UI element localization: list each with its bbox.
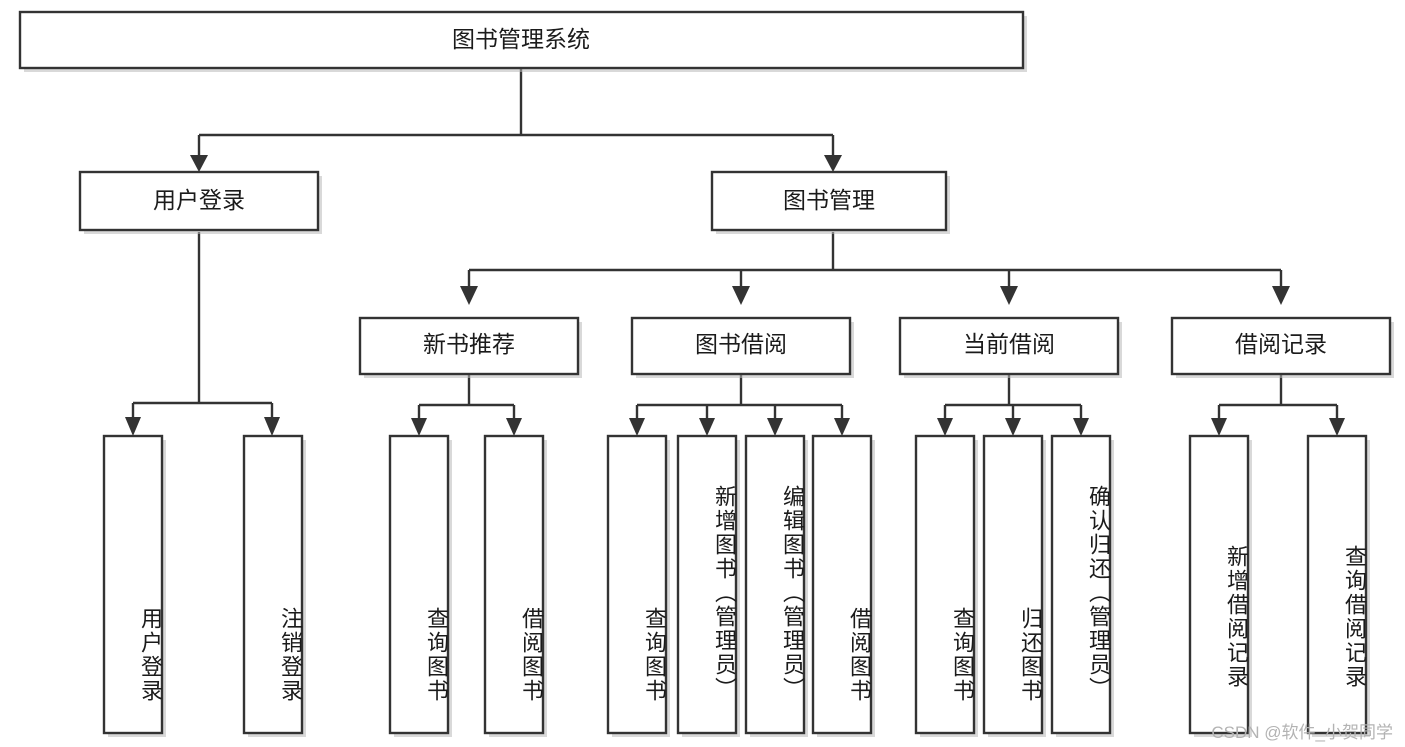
leaf-book-borrow-2[interactable] (676, 434, 740, 737)
arrow-book-borrow-leaf-1 (629, 418, 645, 436)
node-book-management[interactable]: 图书管理 (710, 170, 950, 234)
node-new-book-recommend[interactable]: 新书推荐 (358, 316, 582, 378)
leaf-box (388, 434, 450, 735)
leaf-book-borrow-1[interactable] (606, 434, 670, 737)
leaf-box (483, 434, 545, 735)
node-current-borrow[interactable]: 当前借阅 (898, 316, 1122, 378)
connectors-layer (125, 68, 1345, 436)
node-user-login[interactable]: 用户登录 (78, 170, 322, 234)
arrow-borrow-record-leaf-1 (1211, 418, 1227, 436)
book-borrow-box (630, 316, 852, 376)
leaf-new-book-1[interactable] (388, 434, 452, 737)
node-book-borrow[interactable]: 图书借阅 (630, 316, 854, 378)
arrow-to-leaf-user-login (125, 417, 141, 436)
arrow-current-borrow-leaf-3 (1073, 418, 1089, 436)
leaf-new-book-2[interactable] (483, 434, 547, 737)
arrow-new-book-leaf-2 (506, 418, 522, 436)
leaf-box (1306, 434, 1368, 735)
arrow-to-borrow-record (1272, 286, 1290, 305)
leaf-box (242, 434, 304, 735)
leaf-user-login-1[interactable] (102, 434, 166, 737)
arrow-to-new-book-recommend (460, 286, 478, 305)
borrow-record-label: 借阅记录 (1235, 331, 1327, 357)
new-book-recommend-box (358, 316, 580, 376)
leaf-box (744, 434, 806, 735)
node-root[interactable]: 图书管理系统 (18, 10, 1027, 72)
arrow-book-borrow-leaf-4 (834, 418, 850, 436)
arrow-book-borrow-leaf-3 (767, 418, 783, 436)
leaf-borrow-record-2[interactable] (1306, 434, 1370, 737)
arrow-current-borrow-leaf-1 (937, 418, 953, 436)
book-management-label: 图书管理 (783, 187, 875, 213)
leaf-box (1188, 434, 1250, 735)
book-management-box (710, 170, 948, 232)
new-book-recommend-label: 新书推荐 (423, 331, 515, 357)
leaf-box (676, 434, 738, 735)
leaf-box (811, 434, 873, 735)
leaf-book-borrow-3[interactable] (744, 434, 808, 737)
arrow-root-to-book-mgmt (824, 155, 842, 172)
arrow-new-book-leaf-1 (411, 418, 427, 436)
leaf-box (102, 434, 164, 735)
arrow-current-borrow-leaf-2 (1005, 418, 1021, 436)
user-login-box (78, 170, 320, 232)
leaf-box (1050, 434, 1112, 735)
leaf-borrow-record-1[interactable] (1188, 434, 1252, 737)
current-borrow-box (898, 316, 1120, 376)
user-login-label: 用户登录 (153, 187, 245, 213)
leaf-current-borrow-3[interactable] (1050, 434, 1114, 737)
arrow-to-current-borrow (1000, 286, 1018, 305)
arrow-borrow-record-leaf-2 (1329, 418, 1345, 436)
root-box (18, 10, 1025, 70)
leaf-current-borrow-1[interactable] (914, 434, 978, 737)
current-borrow-label: 当前借阅 (963, 331, 1055, 357)
leaf-box (982, 434, 1044, 735)
arrow-to-book-borrow (732, 286, 750, 305)
book-borrow-label: 图书借阅 (695, 331, 787, 357)
arrow-to-leaf-logout (264, 417, 280, 436)
leaf-box (914, 434, 976, 735)
borrow-record-box (1170, 316, 1392, 376)
node-borrow-record[interactable]: 借阅记录 (1170, 316, 1394, 378)
leaf-box (606, 434, 668, 735)
leaf-book-borrow-4[interactable] (811, 434, 875, 737)
root-label: 图书管理系统 (452, 26, 590, 52)
arrow-book-borrow-leaf-2 (699, 418, 715, 436)
leaf-user-login-2[interactable] (242, 434, 306, 737)
arrow-root-to-user-login (190, 155, 208, 172)
leaf-current-borrow-2[interactable] (982, 434, 1046, 737)
